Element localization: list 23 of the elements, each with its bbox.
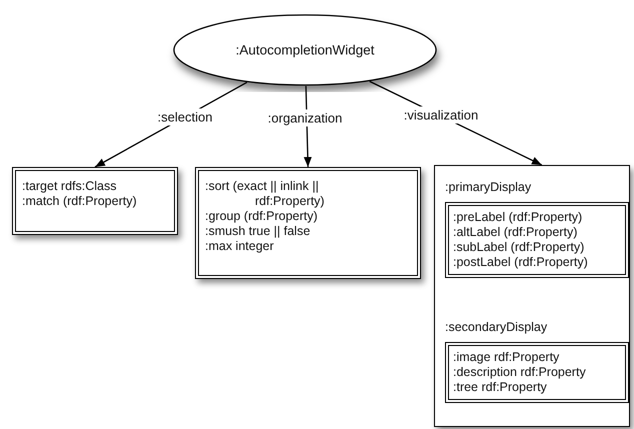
property-line: :postLabel (rdf:Property) [453,255,589,270]
container-panel [434,165,630,427]
section-heading: :primaryDisplay [445,180,532,194]
ellipse-node [173,14,437,86]
node-title: :AutocompletionWidget [236,42,374,58]
property-line: :match (rdf:Property) [22,194,138,209]
property-box [195,167,421,279]
property-line: :smush true || false [205,224,312,239]
edge-label: :selection [156,108,214,126]
property-line: :description rdf:Property [453,365,587,380]
property-line: :sort (exact || inlink || rdf:Property) [205,179,326,209]
edge-label: :organization [266,110,344,126]
property-line: :target rdfs:Class [22,179,118,194]
property-line: :subLabel (rdf:Property) [453,240,586,255]
property-line: :altLabel (rdf:Property) [453,225,578,240]
property-line: :image rdf:Property [453,350,560,365]
section-heading: :secondaryDisplay [445,320,548,334]
property-line: :group (rdf:Property) [205,209,319,224]
edge-label: :visualization [402,106,480,124]
property-line: :tree rdf:Property [453,380,548,395]
property-box [12,167,178,235]
property-line: :max integer [205,239,275,254]
property-line: :preLabel (rdf:Property) [453,210,584,225]
